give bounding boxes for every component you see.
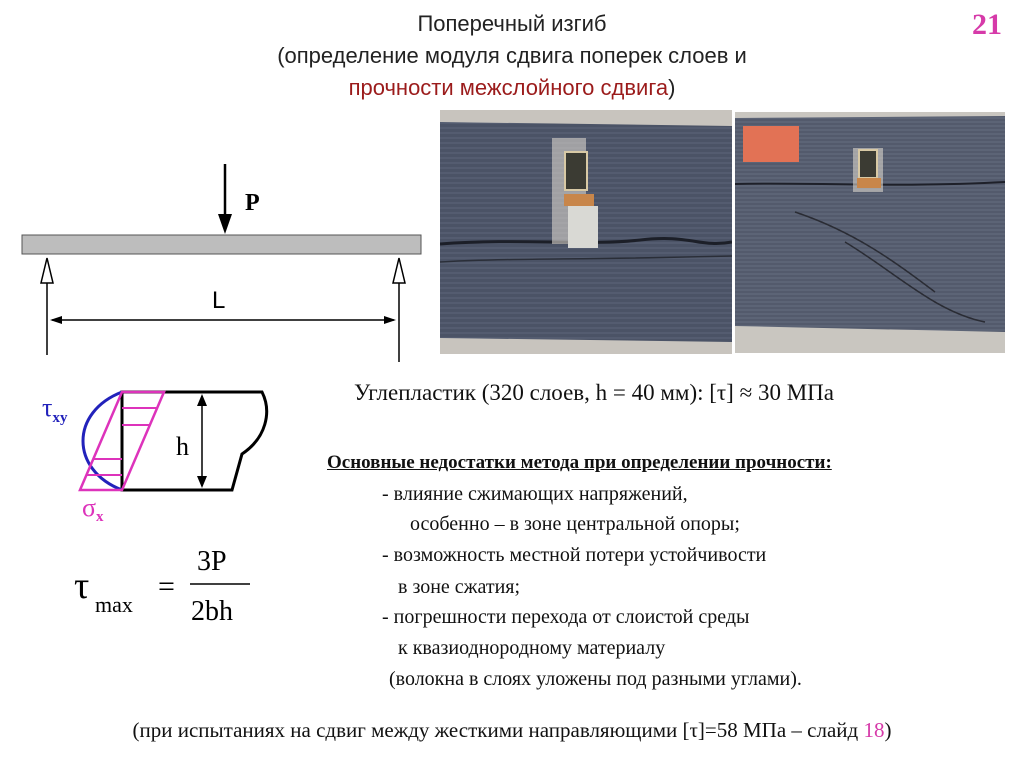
- title-line-1: Поперечный изгиб: [417, 11, 607, 36]
- title-highlight: прочности межслойного сдвига: [348, 75, 669, 100]
- formula-tau-symbol: τ: [74, 565, 89, 607]
- drawback-line-6: к квазиоднородному материалу: [398, 637, 666, 659]
- formula-denominator: 2bh: [191, 596, 233, 627]
- drawback-line-7: (волокна в слоях уложены под разными угл…: [389, 668, 802, 690]
- right-support: [392, 257, 406, 284]
- drawback-line-1: - влияние сжимающих напряжений,: [382, 483, 688, 505]
- cross-section-diagram: h τxy σx: [42, 390, 269, 525]
- left-support: [40, 257, 54, 284]
- tau-label: τxy: [42, 393, 68, 426]
- height-arrow-bottom: [197, 476, 207, 488]
- title-line-2: (определение модуля сдвига поперек слоев…: [277, 43, 747, 68]
- footer-text: (при испытаниях на сдвиг между жесткими …: [132, 718, 864, 742]
- tau-symbol: τ: [42, 393, 52, 422]
- sigma-symbol: σ: [82, 493, 96, 522]
- tau-distribution-curve: [81, 390, 123, 492]
- slide-title: Поперечный изгиб (определение модуля сдв…: [0, 8, 1024, 104]
- height-label: h: [176, 432, 189, 461]
- material-result: Углепластик (320 слоев, h = 40 мм): [τ] …: [354, 380, 834, 405]
- section-outline: [120, 390, 269, 492]
- drawback-line-4: в зоне сжатия;: [398, 576, 521, 598]
- load-label: P: [245, 190, 260, 216]
- title-close-paren: ): [668, 75, 676, 100]
- sigma-subscript: x: [96, 509, 104, 525]
- formula-subscript: max: [95, 592, 133, 617]
- title-line-3: прочности межслойного сдвига): [0, 72, 1024, 104]
- height-arrow-top: [197, 394, 207, 406]
- slide-reference-link[interactable]: 18: [863, 718, 885, 742]
- footer-note: (при испытаниях на сдвиг между жесткими …: [0, 718, 1024, 743]
- formula-equals: =: [158, 570, 175, 603]
- span-arrow-left: [50, 316, 62, 324]
- span-label: L: [212, 287, 225, 314]
- sigma-label: σx: [82, 493, 104, 525]
- drawbacks-heading: Основные недостатки метода при определен…: [327, 452, 832, 473]
- shear-formula: τ max = 3P 2bh: [74, 546, 250, 627]
- specimen-photo-left: [440, 110, 732, 354]
- drawback-line-2: особенно – в зоне центральной опоры;: [410, 513, 740, 535]
- specimen-photo-left-image: [440, 110, 732, 354]
- specimen-photo-right-image: [735, 112, 1005, 353]
- sigma-distribution-outline: [78, 390, 166, 492]
- footer-close: ): [884, 718, 892, 742]
- beam: [21, 234, 422, 255]
- span-arrow-right: [384, 316, 396, 324]
- slide-number: 21: [972, 8, 1002, 41]
- formula-numerator: 3P: [197, 546, 227, 577]
- drawback-line-5: - погрешности перехода от слоистой среды: [382, 606, 750, 628]
- specimen-photo-right: [735, 112, 1005, 353]
- tau-subscript: xy: [52, 410, 68, 426]
- load-arrow-head: [218, 214, 232, 234]
- drawback-line-3: - возможность местной потери устойчивост…: [382, 544, 767, 566]
- beam-diagram: P L: [21, 164, 422, 362]
